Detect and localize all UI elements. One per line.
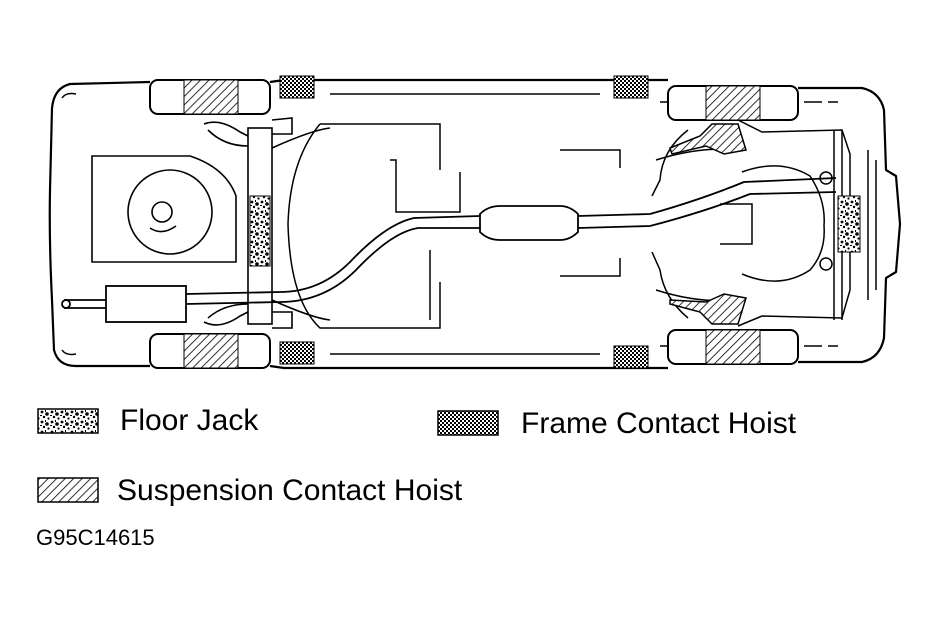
wheel-front-bottom <box>667 329 799 365</box>
wheel-rear-bottom <box>149 333 271 369</box>
fuel-tank <box>287 123 461 329</box>
legend-label-frame-contact-hoist: Frame Contact Hoist <box>521 407 797 440</box>
suspension-pad-front-top <box>669 123 747 155</box>
floor-jack-point-rear-axle <box>249 195 271 267</box>
wheel-rear-top <box>149 79 271 115</box>
legend-swatch-frame-contact-hoist <box>437 410 499 436</box>
wheel-front-top <box>667 85 799 121</box>
legend-swatch-suspension-contact-hoist <box>37 477 99 503</box>
frame-contact-point-front-top <box>613 75 649 99</box>
body-outline <box>48 78 902 370</box>
spare-tire-well <box>91 155 237 263</box>
frame-contact-point-rear-bottom <box>279 341 315 365</box>
body-detail-lines <box>330 93 877 355</box>
figure-code: G95C14615 <box>36 525 155 550</box>
frame-contact-point-rear-top <box>279 75 315 99</box>
frame-contact-point-front-bottom <box>613 345 649 369</box>
floor-jack-point-front-crossmember <box>837 195 861 253</box>
front-suspension <box>560 129 843 320</box>
legend-label-suspension-contact-hoist: Suspension Contact Hoist <box>117 474 463 507</box>
legend-label-floor-jack: Floor Jack <box>120 404 259 437</box>
legend-swatch-floor-jack <box>37 408 99 434</box>
suspension-pad-front-bottom <box>669 293 747 325</box>
exhaust-system <box>61 177 837 323</box>
